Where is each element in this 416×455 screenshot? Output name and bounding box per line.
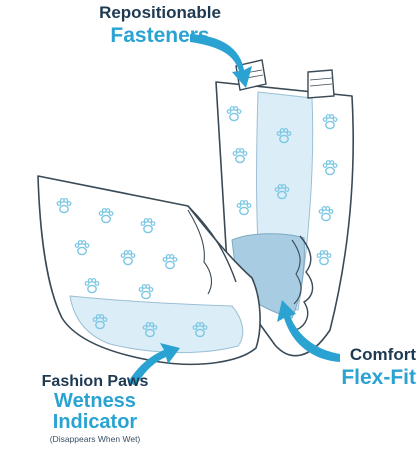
fasteners-line1: Repositionable — [99, 3, 221, 22]
fasteners-callout: Repositionable Fasteners — [60, 4, 260, 47]
wetness-indicator-callout: Fashion Paws Wetness Indicator (Disappea… — [0, 373, 190, 444]
flex-fit-leg-cuff — [295, 235, 314, 331]
comfort-line2: Flex-Fit — [341, 365, 416, 389]
wetness-line1: Fashion Paws — [41, 373, 149, 390]
callout-arrow-icon — [128, 34, 340, 386]
front-absorbent-pad — [69, 295, 244, 354]
wetness-note: (Disappears When Wet) — [49, 433, 141, 444]
wetness-line2: Wetness — [54, 389, 136, 412]
comfort-callout: Comfort Flex-Fit — [300, 346, 416, 389]
wetness-line3: Indicator — [52, 410, 138, 433]
fasteners-line2: Fasteners — [110, 23, 210, 47]
fastener-tab-right — [307, 69, 335, 99]
comfort-line1: Comfort — [349, 345, 416, 364]
